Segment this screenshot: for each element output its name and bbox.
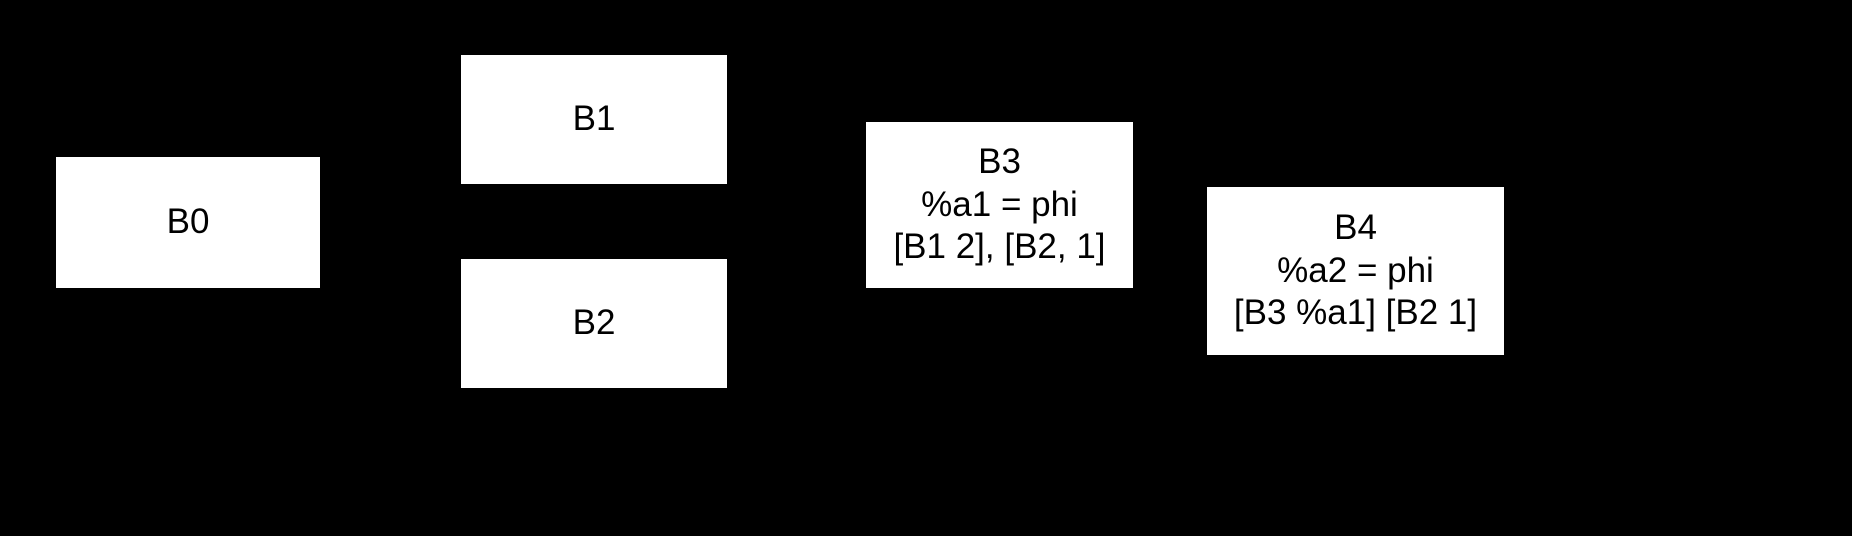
block-node-b3[interactable]: B3 %a1 = phi [B1 2], [B2, 1]: [866, 122, 1133, 288]
block-node-b4-line-2: [B3 %a1] [B2 1]: [1233, 293, 1478, 333]
block-node-b3-line-2: [B1 2], [B2, 1]: [893, 227, 1106, 267]
block-node-b2[interactable]: B2: [461, 259, 727, 388]
block-node-b1-line-0: B1: [572, 99, 616, 139]
block-node-b4-line-0: B4: [1334, 207, 1377, 247]
block-node-b2-line-0: B2: [572, 303, 616, 343]
block-node-b3-line-1: %a1 = phi: [921, 184, 1078, 224]
block-node-b1[interactable]: B1: [461, 55, 727, 184]
block-node-b4[interactable]: B4 %a2 = phi [B3 %a1] [B2 1]: [1207, 187, 1504, 355]
block-node-b0[interactable]: B0: [56, 157, 320, 288]
block-node-b4-line-1: %a2 = phi: [1277, 250, 1434, 290]
block-node-b3-line-0: B3: [978, 141, 1021, 181]
block-node-b0-line-0: B0: [166, 202, 210, 242]
